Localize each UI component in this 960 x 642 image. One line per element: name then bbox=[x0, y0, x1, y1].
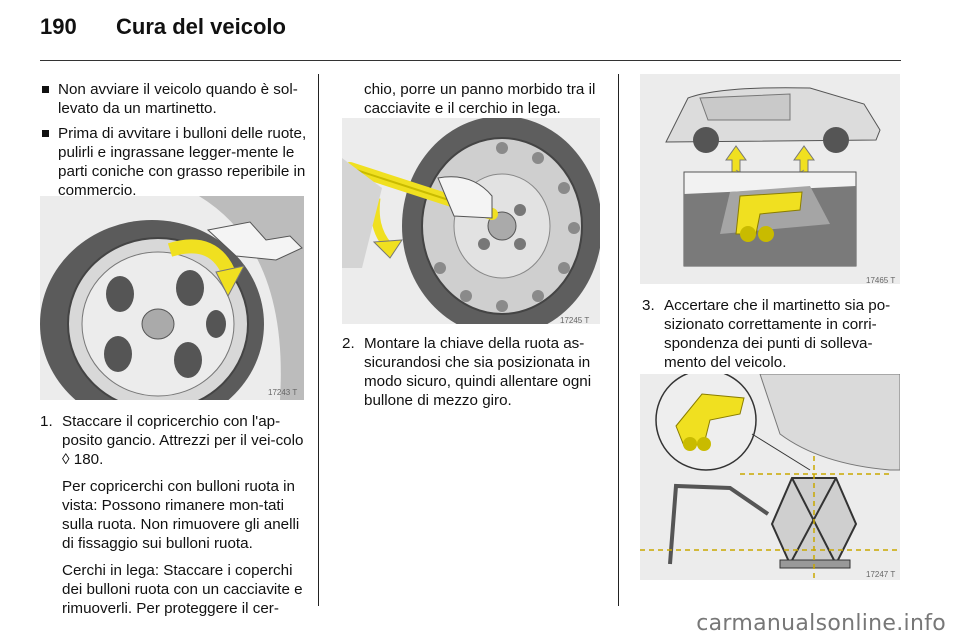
wheel-bolt-wrench-illustration bbox=[342, 118, 600, 324]
step-text: Montare la chiave della ruota as-sicuran… bbox=[364, 335, 592, 409]
column-divider bbox=[318, 74, 319, 606]
middle-column-steps: 2. Montare la chiave della ruota as-sicu… bbox=[342, 334, 604, 410]
figure-code: 17247 T bbox=[866, 570, 896, 579]
page-number: 190 bbox=[40, 14, 77, 39]
reference-arrow-icon: ◊ bbox=[62, 451, 70, 468]
left-column-steps: 1. Staccare il copricerchio con l'ap-pos… bbox=[40, 412, 308, 618]
step-1-note-alloy: Cerchi in lega: Staccare i coperchi dei … bbox=[62, 562, 303, 617]
site-watermark: carmanualsonline.info bbox=[696, 611, 946, 636]
continuation-text: chio, porre un panno morbido tra il cacc… bbox=[364, 81, 596, 117]
step-2: 2. Montare la chiave della ruota as-sicu… bbox=[342, 334, 604, 410]
figure-code: 17465 T bbox=[866, 276, 896, 285]
left-column: Non avviare il veicolo quando è sol-leva… bbox=[40, 80, 308, 206]
step-1-note-bolts: Per copricerchi con bulloni ruota in vis… bbox=[62, 478, 300, 552]
jack-points-illustration bbox=[640, 74, 900, 284]
reference-link[interactable]: 180. bbox=[73, 451, 104, 468]
jack-positioning-illustration bbox=[640, 374, 900, 580]
page-title: Cura del veicolo bbox=[116, 14, 286, 39]
middle-column-top: chio, porre un panno morbido tra il cacc… bbox=[342, 80, 602, 118]
right-column-steps: 3. Accertare che il martinetto sia po-si… bbox=[642, 296, 904, 372]
step-text: Accertare che il martinetto sia po-sizio… bbox=[664, 297, 891, 371]
step-3: 3. Accertare che il martinetto sia po-si… bbox=[642, 296, 904, 372]
step-number: 3. bbox=[642, 297, 655, 314]
hubcap-removal-illustration bbox=[40, 196, 304, 400]
bullet-item: Prima di avvitare i bulloni delle ruote,… bbox=[40, 124, 308, 200]
column-divider bbox=[618, 74, 619, 606]
step-text: Staccare il copricerchio con l'ap-posito… bbox=[62, 413, 304, 449]
bullet-item: Non avviare il veicolo quando è sol-leva… bbox=[40, 80, 308, 118]
figure-code: 17243 T bbox=[268, 388, 298, 397]
step-number: 1. bbox=[40, 413, 53, 430]
page-header: 190 Cura del veicolo bbox=[40, 14, 286, 40]
step-1: 1. Staccare il copricerchio con l'ap-pos… bbox=[40, 412, 308, 469]
header-divider bbox=[40, 60, 901, 61]
step-number: 2. bbox=[342, 335, 355, 352]
figure-code: 17245 T bbox=[560, 316, 590, 325]
